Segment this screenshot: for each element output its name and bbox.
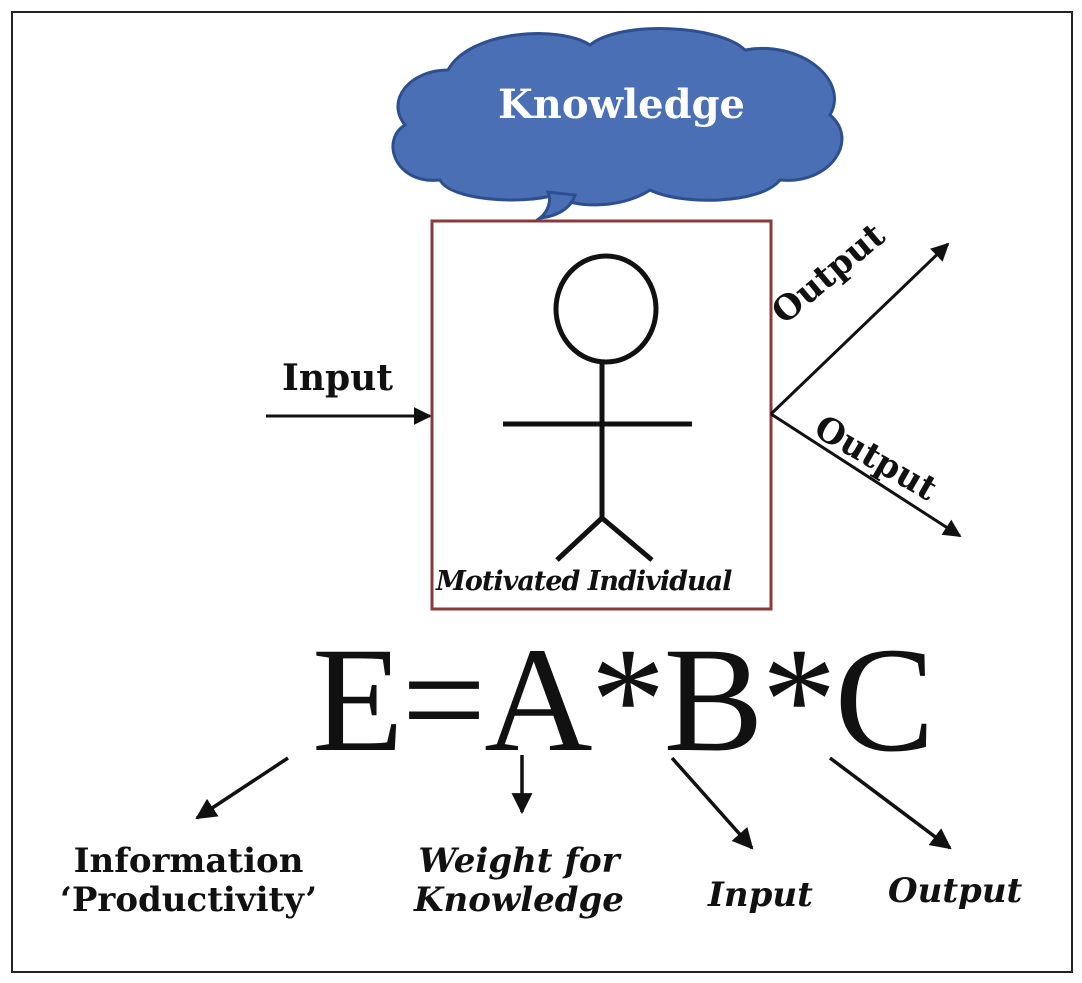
b-term-label: Input [708, 875, 813, 915]
output-arrow-lower [770, 412, 962, 538]
c-term-label: Output [888, 871, 1023, 911]
input-label: Input [282, 357, 393, 399]
stick-figure-icon [503, 253, 692, 562]
outer-frame [11, 11, 1073, 973]
knowledge-cloud [391, 27, 844, 221]
arrow-to-b-term [670, 756, 754, 850]
e-term-line-2: ‘Productivity’ [60, 880, 318, 921]
a-term-label: Weight for Knowledge [414, 841, 624, 921]
formula: E=A*B*C [312, 617, 935, 783]
individual-caption: Motivated Individual [436, 566, 732, 597]
e-term-line-1: Information [73, 841, 304, 881]
e-term-label: Information ‘Productivity’ [60, 841, 318, 921]
arrow-to-e-term [195, 756, 289, 820]
output-arrow-upper [769, 242, 950, 416]
knowledge-label: Knowledge [498, 81, 745, 128]
a-term-line-2: Knowledge [414, 880, 624, 921]
arrow-to-c-term [828, 756, 952, 850]
a-term-line-1: Weight for [418, 841, 620, 881]
